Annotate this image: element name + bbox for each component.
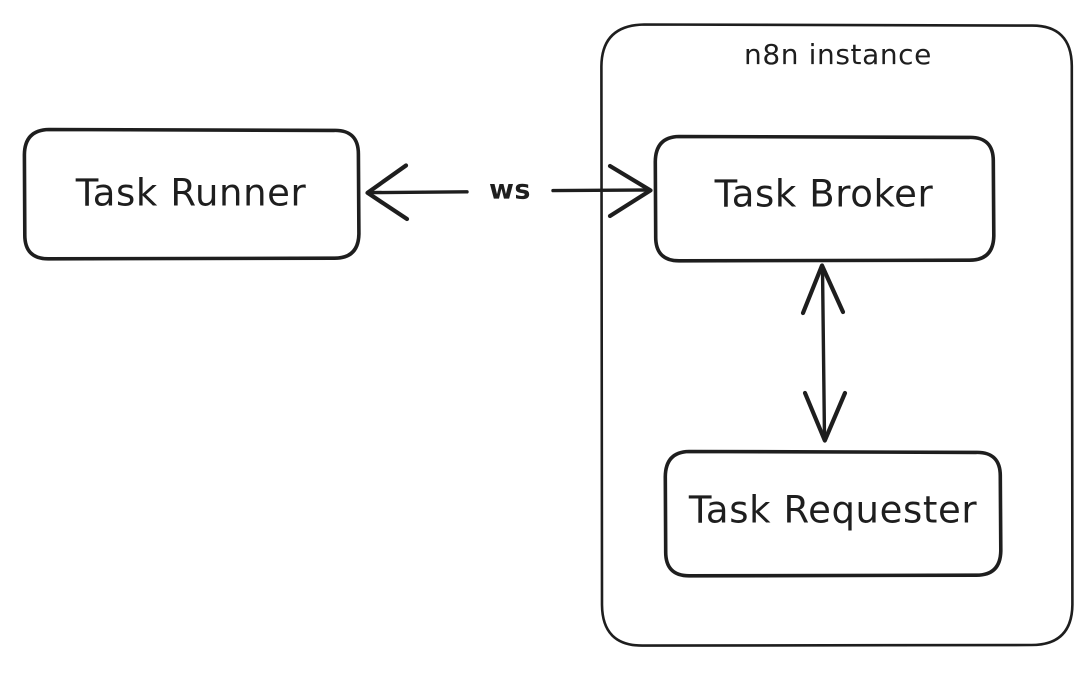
- edge-runner-broker-shaft-left: [368, 190, 469, 195]
- edge-runner-broker[interactable]: ws: [365, 163, 653, 222]
- node-task-runner-label: Task Runner: [75, 172, 307, 215]
- node-task-requester-label: Task Requester: [688, 489, 977, 532]
- edge-runner-broker-shaft-right: [551, 188, 650, 193]
- node-task-requester[interactable]: Task Requester: [663, 449, 1003, 578]
- edge-runner-broker-arrowhead-right: [607, 163, 653, 219]
- group-n8n-instance-label: n8n instance: [744, 38, 932, 71]
- edge-broker-requester-shaft: [820, 266, 827, 440]
- edge-broker-requester-arrowhead-top: [800, 263, 846, 316]
- edge-broker-requester[interactable]: [800, 263, 848, 443]
- edge-runner-broker-label: ws: [489, 175, 531, 206]
- node-task-runner[interactable]: Task Runner: [22, 127, 361, 261]
- node-task-broker[interactable]: Task Broker: [653, 134, 996, 263]
- edge-runner-broker-arrowhead-left: [365, 163, 410, 222]
- node-task-broker-label: Task Broker: [714, 173, 934, 216]
- edge-broker-requester-arrowhead-bottom: [802, 390, 848, 443]
- node-task-broker-border: [653, 134, 996, 263]
- node-task-runner-border: [22, 127, 361, 261]
- node-task-requester-border: [663, 449, 1003, 578]
